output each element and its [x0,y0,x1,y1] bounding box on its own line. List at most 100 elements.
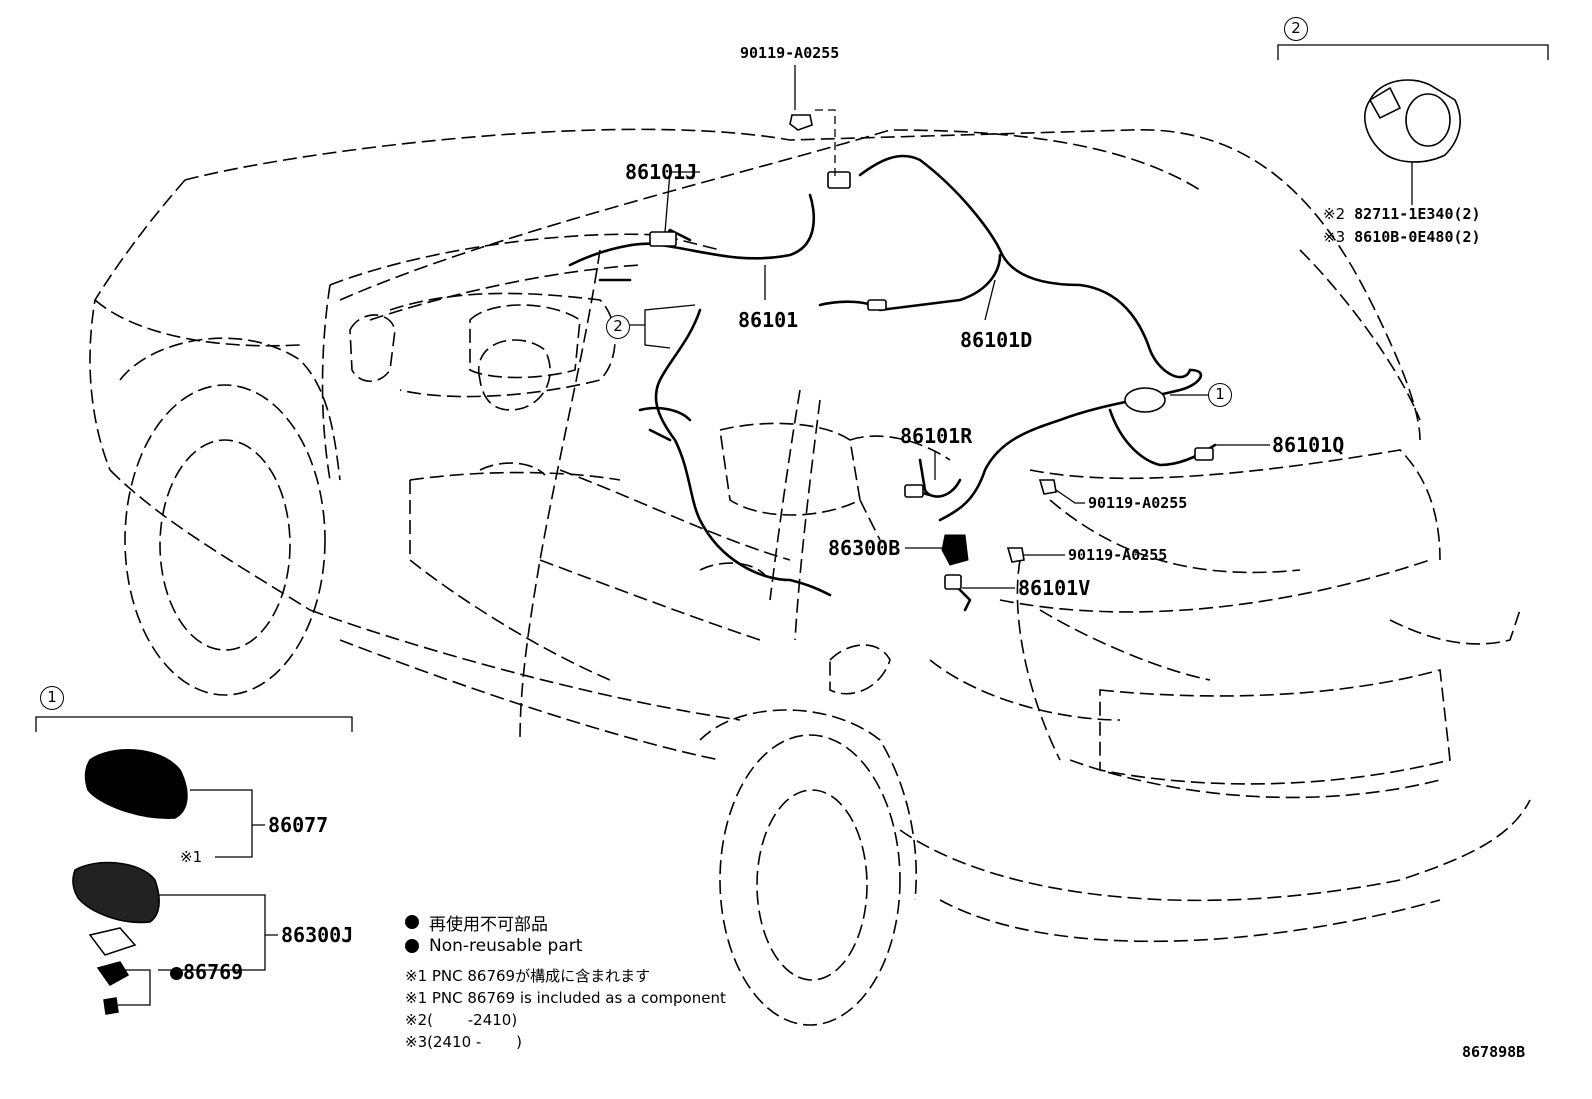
part-label-86077: 86077 [268,813,329,837]
front-wheel-inner [159,439,291,651]
part-label-86101Q: 86101Q [1272,433,1345,457]
callout-1-roof: 1 [1208,383,1232,407]
connector-roof-front [827,171,851,189]
fuel-door [829,644,891,695]
inset-top-line-2: ※3 8610B-0E480(2) [1323,228,1481,246]
side-sill [309,609,741,761]
door-handle-front [479,462,546,476]
part-label-86101: 86101 [738,308,799,332]
antenna-86300B [941,534,969,566]
tailgate-window [1029,449,1441,561]
part-label-86101J: 86101J [625,160,698,184]
part-label-90119-mid: 90119-A0255 [1088,494,1188,512]
legend-row-en: Non-reusable part [405,934,582,958]
bolt-90119-low [1006,547,1025,563]
bolt-90119-mid [1038,479,1057,495]
instrument-cluster [469,304,581,379]
inset-grommet-ring [1405,93,1451,147]
connector-roof-right [867,299,887,311]
antenna-86101Q [1124,387,1166,413]
roof-outline [184,128,1421,441]
dashboard [389,292,616,398]
harness-cabin-drop [654,308,832,597]
connector-86101R [904,484,924,498]
harness-86101V [953,583,972,612]
part-label-86101V: 86101V [1018,576,1091,600]
front-wheel-outer [124,384,326,696]
callout-2-cabin: 2 [606,315,630,339]
a-pillar [321,284,331,481]
non-reusable-dot-icon [405,939,419,953]
footnote-1-jp: ※1 PNC 86769が構成に含まれます [405,967,651,985]
inset-top-line-1: ※2 82711-1E340(2) [1323,205,1481,223]
part-label-86101R: 86101R [900,424,973,448]
leader-90119-mid [1055,489,1085,504]
part-label-86300J: 86300J [281,923,354,947]
tailgate-outline [999,559,1441,799]
windshield-outline [329,233,721,321]
rear-light-left [929,609,1211,721]
footnote-2: ※2( -2410) [405,1011,518,1029]
connector-86101V [944,574,962,590]
bolt-90119-top [789,114,813,131]
legend-row-jp: 再使用不可部品 [405,910,582,935]
legend-text-jp: 再使用不可部品 [429,914,548,935]
bracket-bottom-left [35,716,353,732]
footnote-3: ※3(2410 - ) [405,1033,522,1051]
b-pillar [519,249,601,741]
harness-86101D-branch [818,253,1002,312]
legend: 再使用不可部品 Non-reusable part [405,910,582,958]
rear-quarter [1016,499,1301,761]
connector-86101Q [1194,447,1214,461]
leader-86101D [984,279,996,321]
rear-door [539,469,791,641]
part-label-82711: 82711-1E340(2) [1354,205,1481,223]
part-label-86769: 86769 [170,960,243,984]
part-label-90119-low: 90119-A0255 [1068,546,1168,564]
leader-86769 [118,969,151,1006]
bracket-top-right [1277,44,1549,60]
front-door [409,471,621,681]
inset-gasket [88,927,137,956]
front-wheel-arch [119,337,341,481]
part-label-90119-top: 90119-A0255 [740,44,840,62]
license-recess [1099,668,1451,785]
drawing-number: 867898B [1462,1043,1526,1061]
front-fascia [94,299,311,611]
roof-rear-line [1299,249,1421,421]
part-label-86300B: 86300B [828,536,901,560]
legend-text-en: Non-reusable part [429,936,583,956]
connector-86101J [649,231,677,247]
part-label-86101D: 86101D [960,328,1033,352]
door-handle-rear [699,562,766,576]
harness-cabin-branch [638,406,692,442]
rear-bumper [899,799,1531,943]
leader-86077 [190,789,265,858]
center-console [719,422,861,516]
side-mirror [349,314,396,383]
ref-mark-2: ※2 [1323,205,1346,223]
rear-wheel-arch [699,709,918,901]
ref-mark-3: ※3 [1323,228,1346,246]
inset-screw [103,997,119,1015]
callout-1-bottom-left: 1 [40,686,64,710]
rear-light-right [1389,609,1521,645]
non-reusable-dot-icon [170,967,183,980]
leader-86101J [664,171,700,233]
leader-86300J [155,894,278,971]
ref-mark-1-inset: ※1 [180,848,203,866]
steering-wheel [477,339,551,411]
c-pillar [769,389,821,641]
inset-base-86300J [72,861,160,924]
harness-rear-run [938,368,1203,522]
part-number-86769: 86769 [183,960,244,984]
callout-2-top-right: 2 [1284,17,1308,41]
inset-cover-86077 [84,749,188,819]
leader-90119-top-dash [815,109,836,180]
rear-wheel-inner [756,789,868,981]
rear-seat [849,435,951,541]
roof-inner-line [339,129,1201,301]
footnote-1-en: ※1 PNC 86769 is included as a component [405,989,726,1007]
